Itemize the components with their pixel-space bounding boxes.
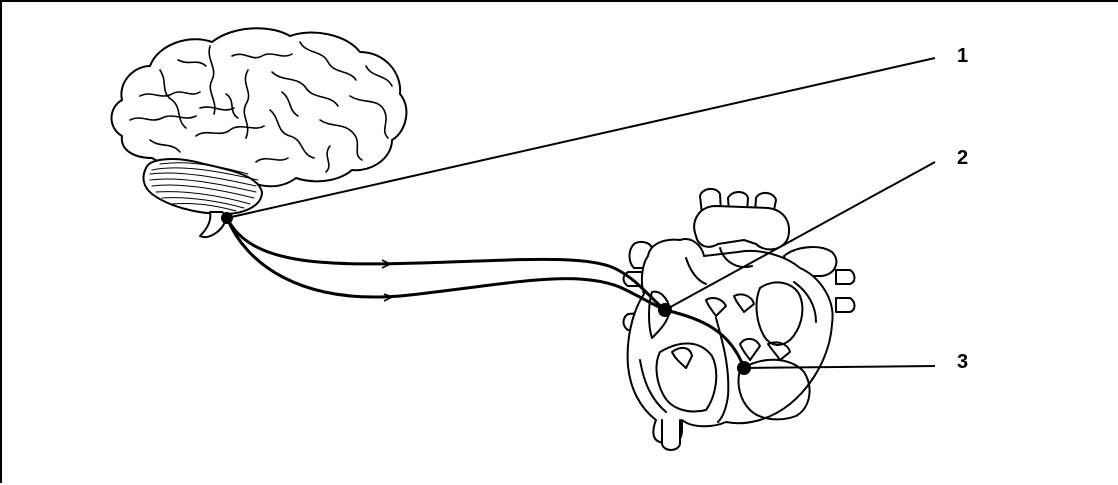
nerve-arrows <box>382 260 392 301</box>
heart-icon <box>624 189 855 450</box>
label-1: 1 <box>957 46 968 66</box>
node-medulla <box>221 212 233 224</box>
label-2: 2 <box>957 148 968 168</box>
upper-nerve <box>227 218 665 310</box>
node-sa <box>658 303 672 317</box>
brain-icon <box>112 28 407 237</box>
label-3: 3 <box>957 352 968 372</box>
node-av <box>737 361 751 375</box>
